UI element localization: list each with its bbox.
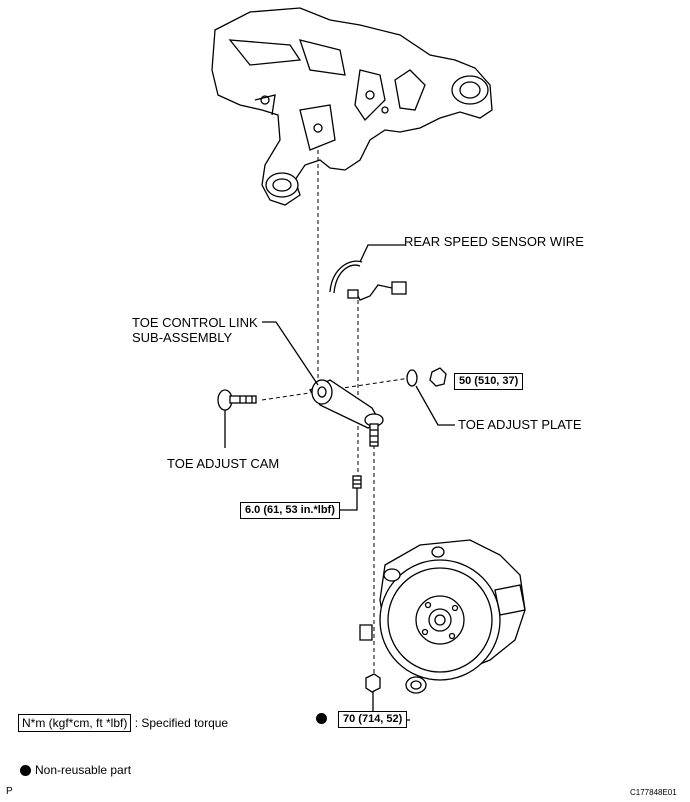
legend-torque-text: : Specified torque — [134, 716, 229, 730]
rear-speed-sensor-wire-art — [329, 244, 407, 301]
legend-non-reusable: Non-reusable part — [35, 763, 132, 777]
label-toe-control-link-line1: TOE CONTROL LINK — [132, 315, 258, 330]
non-reusable-bullet-icon — [316, 713, 327, 724]
toe-control-link-art — [262, 321, 384, 447]
toe-adjust-plate-art — [406, 367, 455, 426]
label-toe-adjust-cam: TOE ADJUST CAM — [167, 456, 280, 471]
legend-bullet-icon — [20, 765, 31, 776]
torque-small-bolt-box: 6.0 (61, 53 in.*lbf) — [240, 502, 340, 519]
legend-torque-unit: N*m (kgf*cm, ft *lbf) — [18, 714, 132, 732]
label-toe-adjust-plate: TOE ADJUST PLATE — [458, 417, 582, 432]
footer-left-code: P — [6, 786, 13, 797]
suspension-member — [211, 7, 493, 206]
figure-id: C177848E01 — [630, 788, 677, 797]
label-toe-control-link-line2: SUB-ASSEMBLY — [132, 330, 233, 345]
axle-carrier-art — [359, 539, 526, 694]
small-bolt-art — [340, 475, 362, 511]
alignment-lines — [261, 150, 411, 680]
toe-adjust-cam-art — [217, 389, 257, 448]
torque-nut-box: 50 (510, 37) — [454, 373, 524, 390]
torque-lower-bolt-box: 70 (714, 52) — [338, 711, 408, 728]
legend-torque: N*m (kgf*cm, ft *lbf) : Specified torque — [18, 714, 229, 732]
label-rear-speed-sensor-wire: REAR SPEED SENSOR WIRE — [404, 234, 584, 249]
